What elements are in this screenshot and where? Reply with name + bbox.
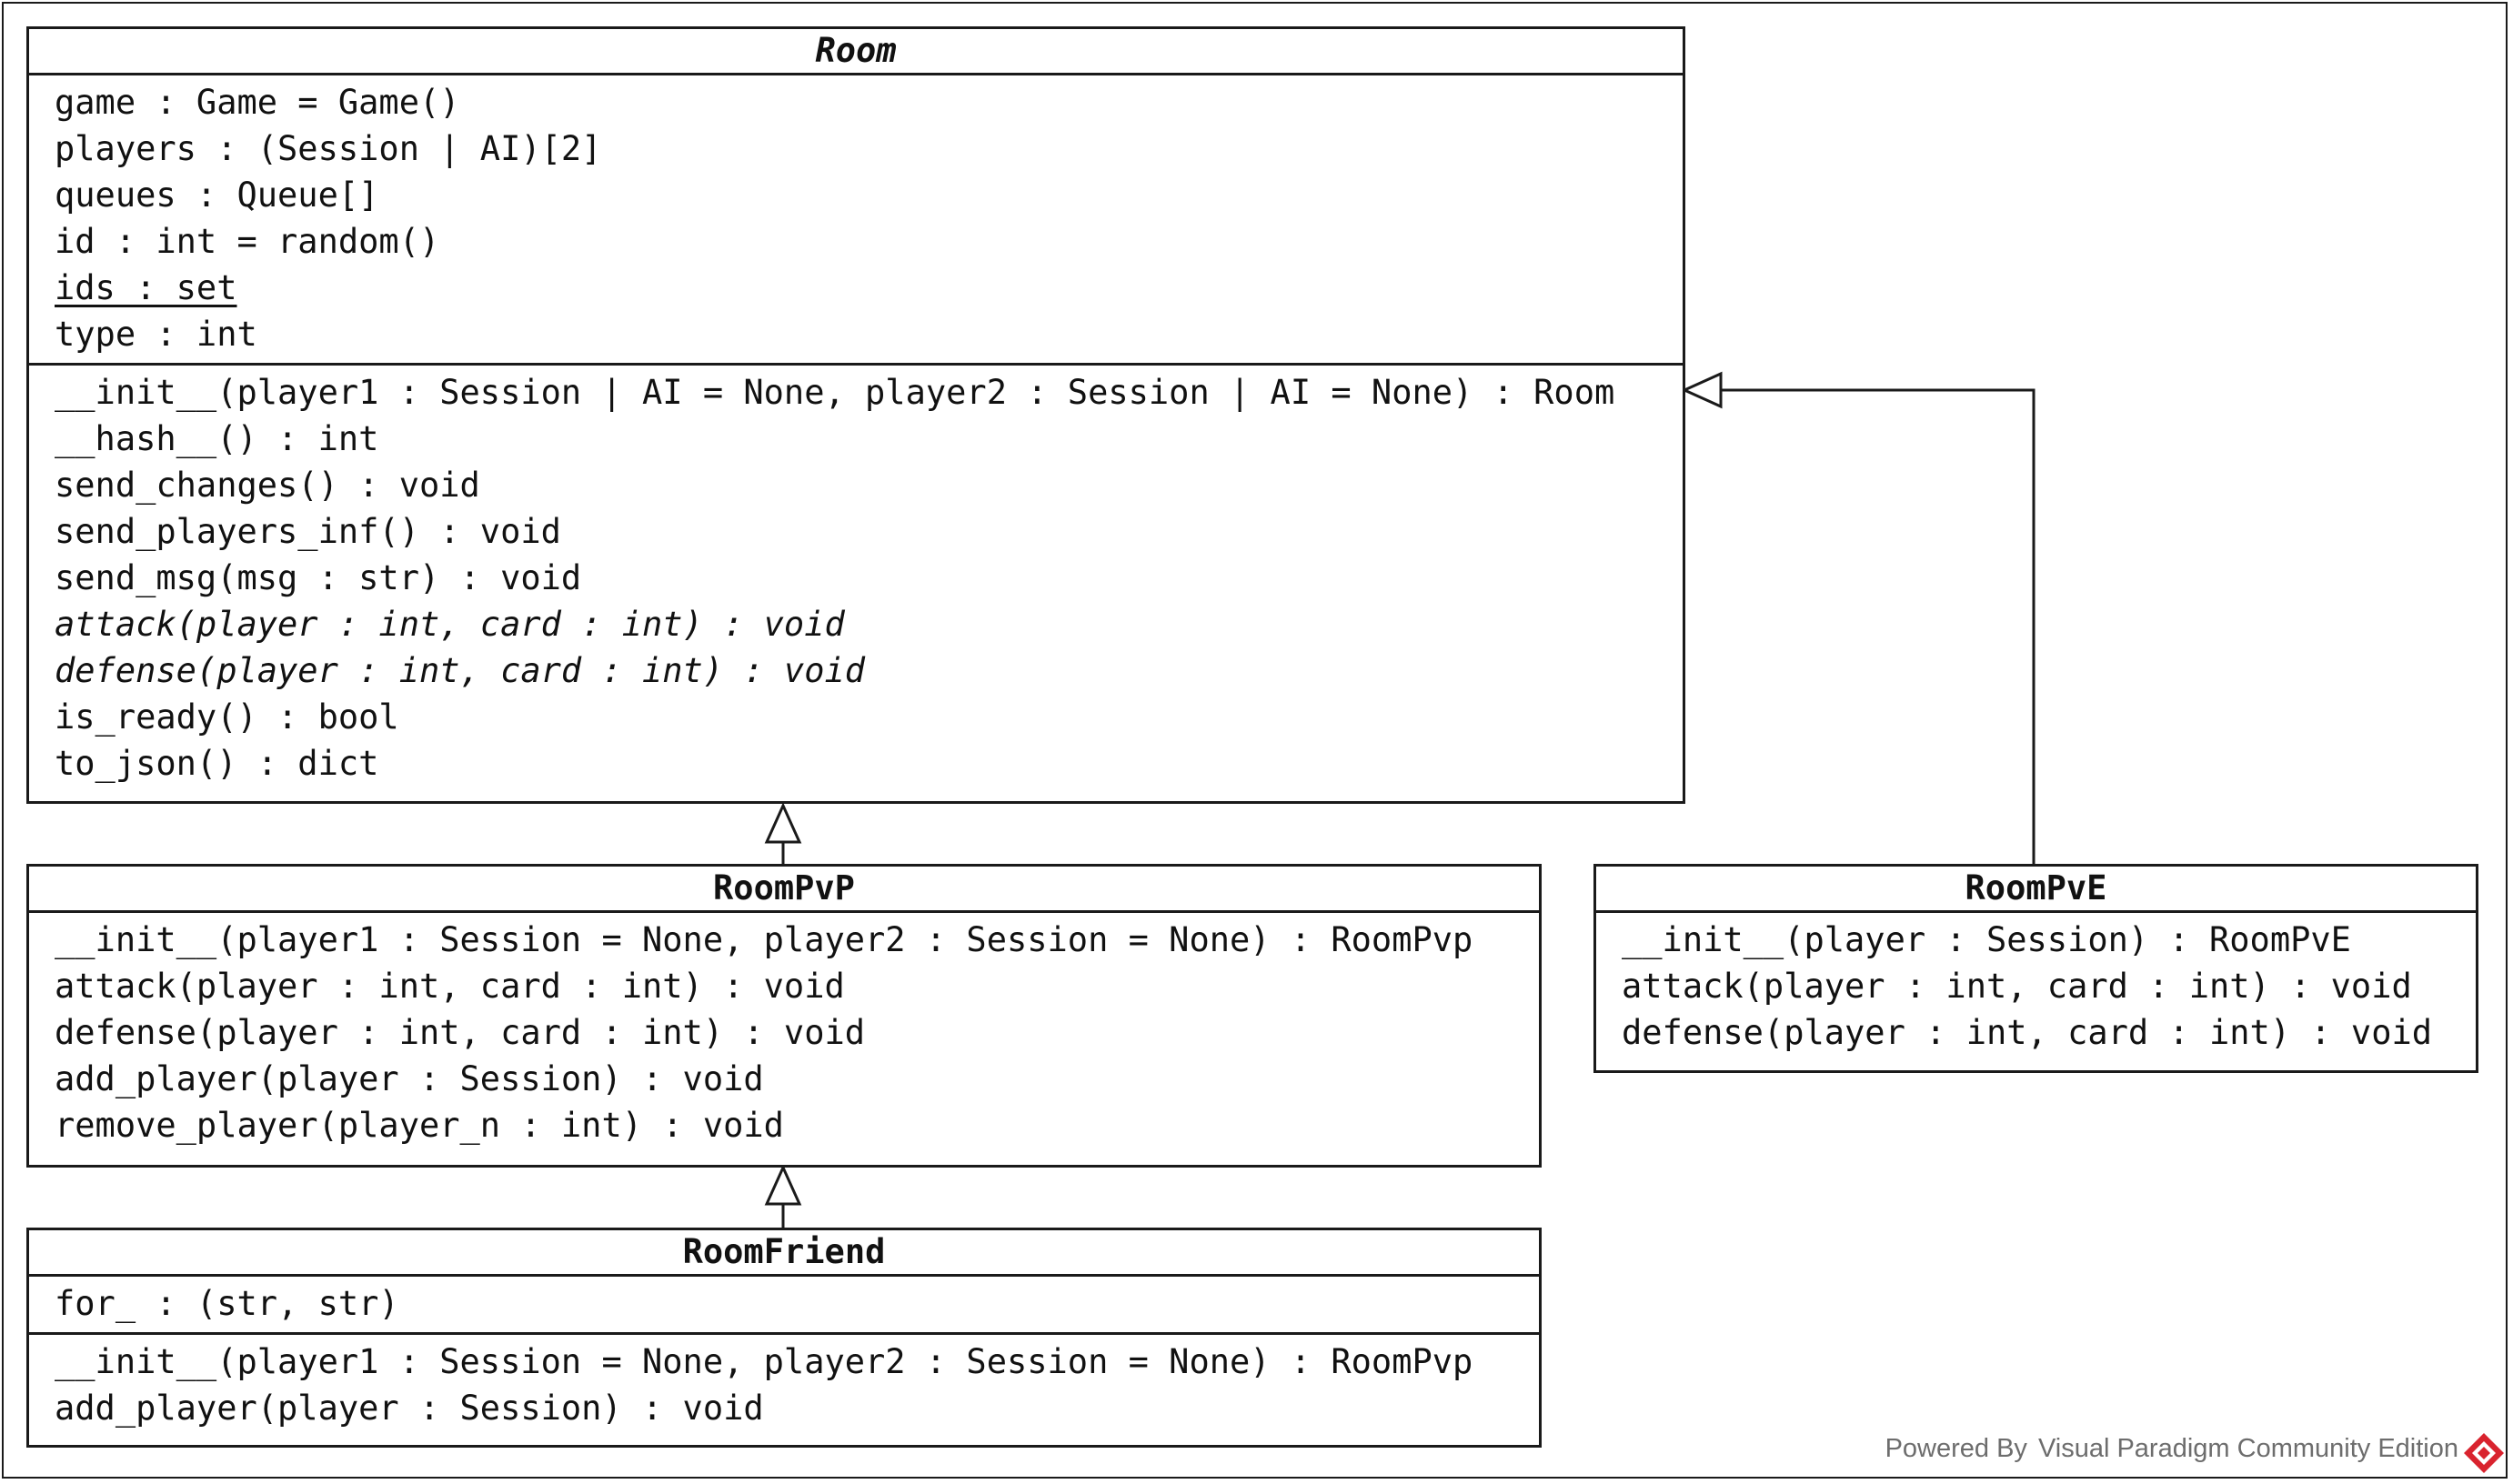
powered-by-label: Powered By	[1885, 1434, 2027, 1463]
operation-init[interactable]: __init__(player1 : Session = None, playe…	[55, 1342, 1473, 1381]
roompve-to-room-arrowhead	[1681, 371, 1723, 409]
attribute-ids-static[interactable]: ids : set	[55, 268, 237, 307]
attribute-queues[interactable]: queues : Queue[]	[55, 175, 379, 215]
operation-defense[interactable]: defense(player : int, card : int) : void	[55, 1013, 866, 1052]
class-roomfriend-operations: __init__(player1 : Session = None, playe…	[29, 1335, 1539, 1437]
operation-init[interactable]: __init__(player1 : Session | AI = None, …	[55, 373, 1615, 412]
operation-send-players-inf[interactable]: send_players_inf() : void	[55, 512, 561, 551]
class-roomfriend[interactable]: RoomFriend for_ : (str, str) __init__(pl…	[26, 1228, 1542, 1448]
class-room-attributes: game : Game = Game() players : (Session …	[29, 75, 1683, 366]
attribute-id[interactable]: id : int = random()	[55, 222, 440, 261]
visual-paradigm-logo-icon	[2464, 1433, 2504, 1473]
class-roomfriend-attributes: for_ : (str, str)	[29, 1277, 1539, 1335]
roompve-to-room-line[interactable]	[1721, 388, 2036, 864]
class-room-operations: __init__(player1 : Session | AI = None, …	[29, 366, 1683, 792]
operation-attack[interactable]: attack(player : int, card : int) : void	[1622, 967, 2412, 1006]
operation-init[interactable]: __init__(player : Session) : RoomPvE	[1622, 920, 2351, 959]
class-roomfriend-name: RoomFriend	[29, 1230, 1539, 1277]
attribute-game[interactable]: game : Game = Game()	[55, 83, 460, 122]
operation-hash[interactable]: __hash__() : int	[55, 419, 379, 458]
operation-remove-player[interactable]: remove_player(player_n : int) : void	[55, 1106, 784, 1145]
class-roompvp-operations: __init__(player1 : Session = None, playe…	[29, 913, 1539, 1154]
class-roompvp-name: RoomPvP	[29, 867, 1539, 913]
operation-to-json[interactable]: to_json() : dict	[55, 744, 379, 783]
operation-attack[interactable]: attack(player : int, card : int) : void	[55, 967, 845, 1006]
attribute-players[interactable]: players : (Session | AI)[2]	[55, 129, 602, 168]
powered-by-watermark[interactable]: Powered By Visual Paradigm Community Edit…	[1885, 1434, 2458, 1464]
attribute-for[interactable]: for_ : (str, str)	[55, 1284, 399, 1323]
product-name: Visual Paradigm Community Edition	[2037, 1434, 2458, 1463]
operation-send-changes[interactable]: send_changes() : void	[55, 466, 480, 505]
class-roompve[interactable]: RoomPvE __init__(player : Session) : Roo…	[1593, 864, 2478, 1073]
operation-attack-abstract[interactable]: attack(player : int, card : int) : void	[55, 605, 845, 644]
class-roompvp[interactable]: RoomPvP __init__(player1 : Session = Non…	[26, 864, 1542, 1168]
class-room[interactable]: Room game : Game = Game() players : (Ses…	[26, 26, 1685, 804]
operation-defense[interactable]: defense(player : int, card : int) : void	[1622, 1013, 2433, 1052]
class-room-name: Room	[29, 29, 1683, 75]
operation-add-player[interactable]: add_player(player : Session) : void	[55, 1389, 764, 1428]
attribute-type[interactable]: type : int	[55, 315, 257, 354]
class-roompve-operations: __init__(player : Session) : RoomPvE att…	[1596, 913, 2476, 1061]
class-roompve-name: RoomPvE	[1596, 867, 2476, 913]
operation-init[interactable]: __init__(player1 : Session = None, playe…	[55, 920, 1473, 959]
operation-defense-abstract[interactable]: defense(player : int, card : int) : void	[55, 651, 866, 690]
operation-add-player[interactable]: add_player(player : Session) : void	[55, 1059, 764, 1098]
operation-is-ready[interactable]: is_ready() : bool	[55, 697, 399, 737]
roomfriend-to-roompvp-arrowhead	[764, 1164, 802, 1206]
roompvp-to-room-arrowhead	[764, 802, 802, 844]
operation-send-msg[interactable]: send_msg(msg : str) : void	[55, 558, 582, 597]
